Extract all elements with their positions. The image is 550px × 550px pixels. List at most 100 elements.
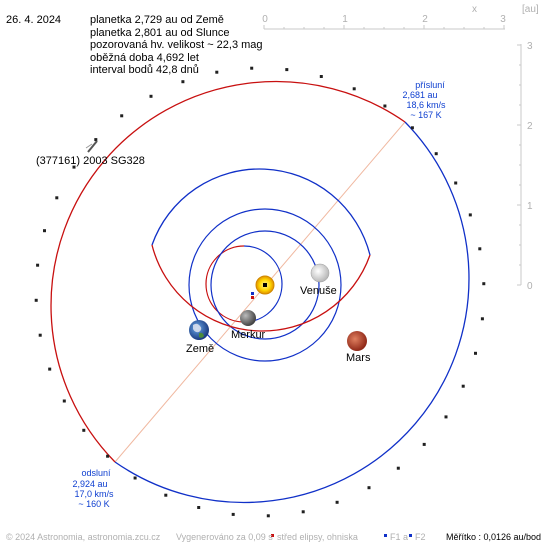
- orbit-dot: [434, 152, 438, 156]
- orbit-dot: [461, 384, 465, 388]
- legend-center-label: střed elipsy, ohniska: [277, 532, 358, 542]
- legend-f1-label: F1 a: [390, 532, 409, 542]
- mars-label: Mars: [346, 352, 371, 364]
- date-label: 26. 4. 2024: [6, 14, 62, 26]
- orbit-dot: [301, 510, 305, 514]
- orbit-dot: [38, 333, 42, 337]
- orbit-dot: [72, 165, 76, 169]
- orbit-dot: [34, 298, 38, 302]
- venus-label: Venuše: [300, 285, 337, 297]
- orbit-dot: [444, 415, 448, 419]
- x-axis-unit: x: [472, 4, 477, 15]
- earth-orbit: [188, 208, 342, 362]
- aphelion-temp: ~ 160 K: [78, 499, 109, 509]
- perihelion-temp: ~ 167 K: [410, 110, 441, 120]
- orbit-dot: [231, 512, 235, 516]
- perihelion-title: přísluní: [415, 80, 445, 90]
- orbit-dot: [43, 229, 46, 233]
- orbit-dot: [106, 454, 110, 458]
- aphelion-speed: 17,0 km/s: [74, 489, 114, 499]
- legend-f2-label: F2: [415, 532, 426, 542]
- mercury-orbit: [243, 245, 283, 323]
- orbit-dot: [468, 213, 472, 217]
- orbit-dot: [120, 114, 124, 118]
- orbit-dot: [285, 68, 289, 72]
- venus-icon: [310, 263, 330, 283]
- orbit-dot: [181, 80, 185, 84]
- orbit-dot: [367, 486, 371, 490]
- scale-label: Měřítko : 0,0126 au/bod: [446, 532, 542, 542]
- focus-f2-marker: [251, 292, 254, 295]
- legend-f1-marker: [384, 534, 387, 537]
- mercury-icon: [240, 310, 256, 326]
- y-tick-0: 0: [527, 281, 533, 292]
- orbit-dot: [352, 87, 356, 91]
- orbit-dot: [482, 282, 486, 286]
- asteroid-orbit-below: [50, 80, 406, 463]
- orbit-dot: [48, 367, 52, 371]
- mars-orbit-below: [151, 244, 371, 332]
- detail-earth-distance: planetka 2,729 au od Země: [90, 14, 224, 26]
- earth-icon: [189, 320, 209, 340]
- mercury-label: Merkur: [231, 329, 266, 341]
- aphelion-distance: 2,924 au: [72, 479, 107, 489]
- orbit-details: planetka 2,729 au od Země planetka 2,801…: [90, 14, 263, 77]
- orbit-dot: [474, 351, 477, 355]
- venus-orbit: [210, 230, 320, 340]
- y-tick-1: 1: [527, 201, 533, 212]
- orbit-dot: [454, 181, 458, 185]
- orbit-dot: [250, 66, 254, 70]
- orbit-dot: [133, 476, 137, 480]
- sun-icon: [255, 275, 275, 295]
- orbit-dot: [149, 94, 153, 98]
- orbit-dot: [480, 317, 484, 321]
- orbit-dot: [335, 500, 339, 504]
- x-tick-1: 1: [342, 14, 348, 25]
- ellipse-center-marker: [251, 296, 254, 299]
- orbit-dot: [55, 196, 59, 200]
- orbit-dot: [215, 70, 219, 74]
- orbit-dot: [319, 75, 323, 78]
- orbit-dot: [478, 247, 482, 251]
- detail-period: oběžná doba 4,692 let: [90, 51, 199, 64]
- orbit-dot: [266, 514, 270, 518]
- axis-unit-label: [au]: [522, 4, 539, 15]
- x-tick-2: 2: [422, 14, 428, 25]
- legend-center-marker: [271, 534, 274, 537]
- perihelion-distance: 2,681 au: [402, 90, 437, 100]
- mercury-orbit-below: [205, 245, 245, 323]
- asteroid-label: (377161) 2003 SG328: [36, 155, 145, 167]
- legend-f2-marker: [409, 534, 412, 537]
- asteroid-orbit-above: [114, 121, 470, 504]
- y-tick-3: 3: [527, 41, 533, 52]
- orbit-dot: [62, 399, 66, 403]
- generated-time: Vygenerováno za 0,09 s: [176, 532, 273, 542]
- mars-icon: [347, 331, 367, 351]
- asteroid-marker: [85, 140, 98, 153]
- x-tick-0: 0: [262, 14, 268, 25]
- orbit-dot: [36, 263, 40, 267]
- detail-sun-distance: planetka 2,801 au od Slunce: [90, 26, 230, 39]
- orbit-dot: [164, 493, 168, 497]
- perihelion-speed: 18,6 km/s: [406, 100, 446, 110]
- top-axis: [263, 25, 505, 30]
- orbit-position-dots: [34, 66, 486, 518]
- aphelion-title: odsluní: [81, 468, 111, 478]
- detail-interval: interval bodů 42,8 dnů: [90, 64, 199, 76]
- orbit-dot: [396, 466, 400, 470]
- x-tick-3: 3: [500, 14, 506, 25]
- orbit-dot: [82, 428, 86, 432]
- detail-magnitude: pozorovaná hv. velikost ~ 22,3 mag: [90, 39, 263, 51]
- orbit-dot: [197, 506, 201, 509]
- mars-orbit-above: [151, 168, 371, 256]
- orbit-dot: [410, 126, 414, 130]
- y-tick-2: 2: [527, 121, 533, 132]
- credit-text: © 2024 Astronomia, astronomia.zcu.cz: [6, 532, 161, 542]
- orbit-dot: [383, 104, 387, 108]
- orbit-dot: [94, 138, 98, 142]
- orbit-dot: [422, 442, 426, 446]
- right-axis: [517, 44, 522, 286]
- earth-label: Země: [186, 343, 214, 355]
